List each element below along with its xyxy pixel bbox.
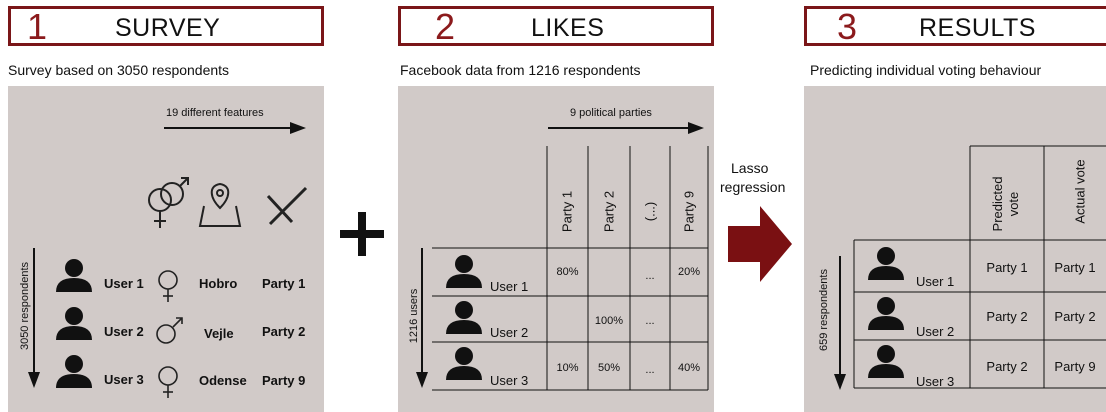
results-respondents-arrow	[834, 374, 846, 390]
survey-user: User 1	[104, 276, 144, 291]
users-label: 1216 users	[408, 288, 420, 344]
user-avatar-icon	[56, 307, 92, 340]
section-number: 3	[837, 6, 858, 47]
likes-cell: 100%	[594, 315, 624, 327]
section-title: RESULTS	[919, 14, 1036, 42]
method-label-line1: Lasso	[731, 160, 769, 176]
likes-grid	[432, 146, 709, 391]
section-number: 1	[27, 6, 48, 47]
method-label-line2: regression	[720, 179, 786, 195]
user-avatar-icon	[868, 345, 904, 378]
survey-panel	[8, 86, 324, 412]
section-subtitle: Survey based on 3050 respondents	[8, 62, 230, 78]
female-icon	[158, 366, 178, 398]
user-avatar-icon	[446, 255, 482, 288]
results-column-header-line: vote	[1006, 191, 1021, 217]
respondents-arrow	[28, 372, 40, 388]
results-user: User 2	[916, 324, 955, 339]
survey-party: Party 1	[262, 276, 306, 291]
results-grid	[853, 145, 1106, 389]
user-avatar-icon	[56, 259, 92, 292]
parties-arrow	[688, 122, 704, 134]
likes-cell: ...	[645, 315, 655, 327]
respondents-label: 3050 respondents	[19, 261, 31, 351]
survey-city: Vejle	[204, 326, 234, 341]
likes-panel	[398, 86, 714, 412]
male-icon	[156, 317, 183, 344]
results-column-header: Predicted vote	[990, 156, 1026, 252]
results-actual: Party 2	[1054, 309, 1096, 324]
results-predicted: Party 2	[986, 359, 1028, 374]
likes-cell: 10%	[556, 362, 579, 374]
likes-column-header: Party 1	[559, 190, 575, 233]
survey-city: Odense	[199, 373, 247, 388]
plus-icon	[340, 212, 384, 256]
likes-user: User 3	[490, 373, 529, 388]
gender-icon	[148, 177, 189, 228]
section-subtitle: Facebook data from 1216 respondents	[400, 62, 641, 78]
likes-user: User 1	[490, 279, 529, 294]
user-avatar-icon	[56, 355, 92, 388]
user-avatar-icon	[446, 301, 482, 334]
survey-user: User 2	[104, 324, 144, 339]
survey-user: User 3	[104, 372, 144, 387]
likes-column-header: (...)	[642, 201, 658, 222]
section-title: LIKES	[531, 14, 605, 42]
features-label: 19 different features	[166, 107, 264, 119]
survey-city: Hobro	[199, 276, 238, 291]
section-title: SURVEY	[115, 14, 221, 42]
features-arrow	[290, 122, 306, 134]
likes-cell: ...	[645, 270, 655, 282]
section-header-results: 3 RESULTS	[804, 6, 1106, 47]
users-arrow	[416, 372, 428, 388]
section-header-likes: 2 LIKES	[398, 6, 714, 47]
results-column-header: Actual vote	[1072, 159, 1088, 224]
results-predicted: Party 1	[986, 260, 1028, 275]
user-avatar-icon	[446, 347, 482, 380]
results-user: User 1	[916, 274, 955, 289]
likes-cell: 20%	[677, 266, 701, 278]
likes-column-header: Party 2	[601, 190, 617, 233]
vote-cross-icon	[266, 186, 308, 226]
results-actual: Party 9	[1054, 359, 1096, 374]
section-number: 2	[435, 6, 456, 47]
section-subtitle: Predicting individual voting behaviour	[810, 62, 1042, 78]
results-actual: Party 1	[1054, 260, 1096, 275]
user-avatar-icon	[868, 297, 904, 330]
female-icon	[158, 270, 178, 302]
likes-column-header: Party 9	[681, 190, 697, 233]
results-respondents-label: 659 respondents	[818, 269, 830, 351]
user-avatar-icon	[868, 247, 904, 280]
location-icon	[198, 182, 242, 227]
likes-cell: 50%	[597, 362, 621, 374]
likes-cell: 40%	[677, 362, 701, 374]
parties-label: 9 political parties	[570, 107, 652, 119]
likes-user: User 2	[490, 325, 529, 340]
results-column-header-line: Predicted	[990, 176, 1005, 232]
survey-party: Party 9	[262, 373, 306, 388]
survey-party: Party 2	[262, 324, 306, 339]
results-user: User 3	[916, 374, 955, 389]
results-predicted: Party 2	[986, 309, 1028, 324]
likes-cell: 80%	[556, 266, 579, 278]
lasso-arrow	[728, 206, 792, 282]
likes-cell: ...	[645, 364, 655, 376]
section-header-survey: 1 SURVEY	[8, 6, 324, 47]
